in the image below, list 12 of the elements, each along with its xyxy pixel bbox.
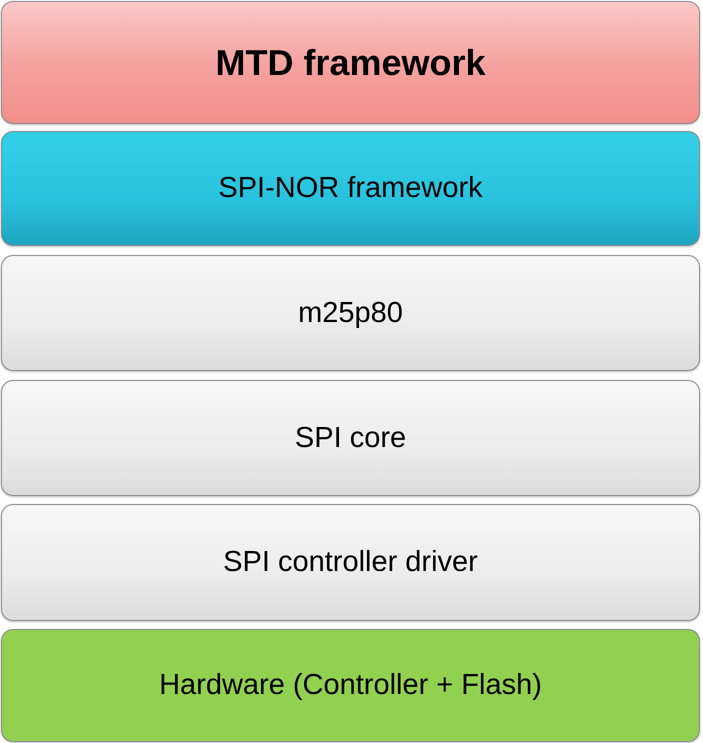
layer-label: SPI-NOR framework (218, 172, 483, 205)
layer-box (1, 131, 700, 246)
layer-box (1, 1, 700, 124)
layer-box (1, 504, 700, 621)
layer-label: Hardware (Controller + Flash) (159, 669, 542, 702)
layer-label: m25p80 (298, 296, 403, 330)
layer-box (1, 629, 700, 742)
layer-box (1, 255, 700, 371)
layer-label: SPI controller driver (223, 546, 478, 579)
layer-box (1, 380, 700, 496)
layer-label: SPI core (294, 422, 406, 454)
layer-label: MTD framework (215, 42, 486, 84)
